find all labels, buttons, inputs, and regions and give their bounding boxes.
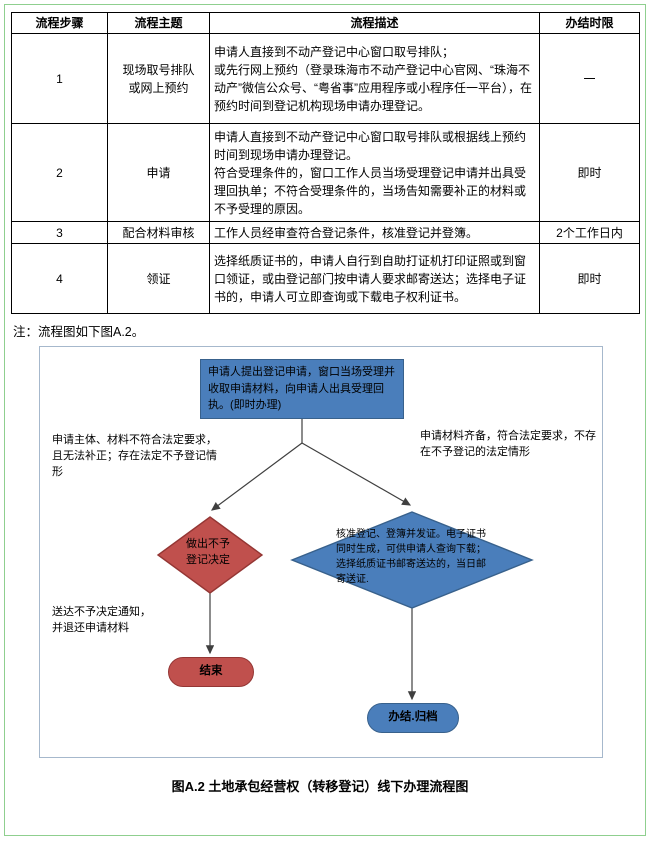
right-condition-text: 申请材料齐备，符合法定要求，不存在不予登记的法定情形 <box>420 430 596 458</box>
cell-time: 即时 <box>539 123 640 222</box>
reject-decision-label: 做出不予 登记决定 <box>186 538 230 566</box>
cell-time: 一 <box>539 33 640 124</box>
cell-time: 2个工作日内 <box>539 221 640 244</box>
archive-terminator: 办结.归档 <box>367 703 459 733</box>
cell-topic: 领证 <box>107 243 210 314</box>
approve-decision-label: 核准登记、登簿并发证。电子证书同时生成，可供申请人查询下载；选择纸质证书邮寄送达… <box>336 529 486 585</box>
cell-topic: 现场取号排队 或网上预约 <box>107 33 210 124</box>
cell-step: 4 <box>11 243 108 314</box>
figure-note: 注：流程图如下图A.2。 <box>13 325 145 339</box>
cell-topic: 配合材料审核 <box>107 221 210 244</box>
header-step: 流程步骤 <box>11 12 108 34</box>
header-time: 办结时限 <box>539 12 640 34</box>
table-row: 4 领证 选择纸质证书的，申请人自行到自助打证机打印证照或到窗口领证，或由登记部… <box>11 243 640 314</box>
flowchart: 申请人提出登记申请，窗口当场受理并收取申请材料，向申请人出具受理回执。(即时办理… <box>39 346 603 758</box>
end-terminator: 结束 <box>168 657 254 687</box>
table-header-row: 流程步骤 流程主题 流程描述 办结时限 <box>11 12 640 34</box>
table-row: 2 申请 申请人直接到不动产登记中心窗口取号排队或根据线上预约时间到现场申请办理… <box>11 123 640 222</box>
cell-time: 即时 <box>539 243 640 314</box>
cell-step: 3 <box>11 221 108 244</box>
connector-to-right-diamond <box>301 442 412 506</box>
approve-decision-diamond-shape <box>290 511 534 609</box>
header-description: 流程描述 <box>209 12 540 34</box>
flowchart-canvas <box>156 419 534 701</box>
cell-description: 工作人员经审查符合登记条件，核准登记并登簿。 <box>209 221 540 244</box>
left-result-note: 送达不予决定通知， 并退还申请材料 <box>52 606 151 634</box>
cell-description: 申请人直接到不动产登记中心窗口取号排队或根据线上预约时间到现场申请办理登记。 符… <box>209 123 540 222</box>
process-table: 流程步骤 流程主题 流程描述 办结时限 1 现场取号排队 或网上预约 申请人直接… <box>11 12 640 314</box>
cell-step: 2 <box>11 123 108 222</box>
table-row: 1 现场取号排队 或网上预约 申请人直接到不动产登记中心窗口取号排队； 或先行网… <box>11 33 640 124</box>
cell-step: 1 <box>11 33 108 124</box>
cell-description: 申请人直接到不动产登记中心窗口取号排队； 或先行网上预约（登录珠海市不动产登记中… <box>209 33 540 124</box>
reject-decision-diamond-shape <box>156 516 264 594</box>
left-condition-text: 申请主体、材料不符合法定要求，且无法补正；存在法定不予登记情形 <box>52 434 217 478</box>
header-topic: 流程主题 <box>107 12 210 34</box>
figure-caption: 图A.2 土地承包经营权（转移登记）线下办理流程图 <box>171 779 469 794</box>
document-page: 流程步骤 流程主题 流程描述 办结时限 1 现场取号排队 或网上预约 申请人直接… <box>4 4 646 836</box>
table-row: 3 配合材料审核 工作人员经审查符合登记条件，核准登记并登簿。 2个工作日内 <box>11 221 640 244</box>
cell-topic: 申请 <box>107 123 210 222</box>
flowchart-start-box: 申请人提出登记申请，窗口当场受理并收取申请材料，向申请人出具受理回执。(即时办理… <box>200 359 404 419</box>
cell-description: 选择纸质证书的，申请人自行到自助打证机打印证照或到窗口领证，或由登记部门按申请人… <box>209 243 540 314</box>
connector-to-left-diamond <box>211 442 303 511</box>
